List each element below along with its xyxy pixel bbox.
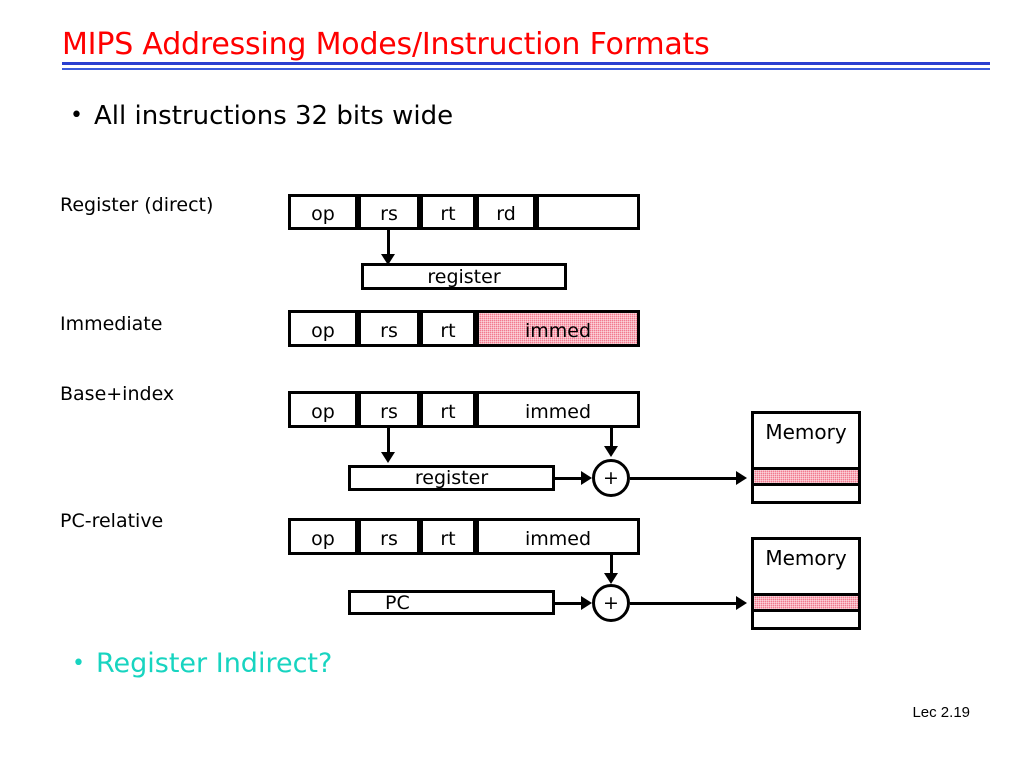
target-box-register: register (361, 263, 567, 290)
connector-register-to-adder (555, 477, 583, 480)
connector-immed-to-adder (610, 428, 613, 448)
arrowhead-adder-to-memory (736, 471, 747, 485)
adder-base-index: + (592, 459, 630, 497)
field-rs-register-direct: rs (358, 194, 420, 230)
row-label-base-index: Base+index (60, 383, 175, 405)
arrowhead-immed-to-adder-pc (604, 573, 618, 584)
adder-pc-relative: + (592, 584, 630, 622)
field-rs-base-index: rs (358, 391, 420, 428)
page-title: MIPS Addressing Modes/Instruction Format… (62, 27, 710, 62)
connector-adder-to-memory (630, 477, 738, 480)
row-label-pc-relative: PC-relative (60, 510, 164, 532)
field-rt-base-index: rt (420, 391, 476, 428)
memory-highlight-band-pc-relative (754, 593, 858, 612)
memory-highlight-band-base-index (754, 467, 858, 486)
memory-title-base-index: Memory (765, 420, 847, 444)
field-rt-immediate: rt (420, 310, 476, 347)
field-unused-register-direct (536, 194, 640, 230)
arrowhead-register-to-adder (581, 471, 592, 485)
field-rs-immediate: rs (358, 310, 420, 347)
field-immed-immediate: immed (476, 310, 640, 347)
title-underline-thin (62, 68, 990, 70)
connector-rs-to-register (387, 230, 390, 256)
bullet-all-instructions: • All instructions 32 bits wide (70, 101, 453, 131)
field-op-pc-relative: op (288, 518, 358, 555)
connector-adder-to-memory-pc (630, 602, 738, 605)
bullet-text-2: Register Indirect? (95, 648, 333, 679)
field-op-base-index: op (288, 391, 358, 428)
row-label-register-direct: Register (direct) (60, 194, 214, 216)
field-immed-base-index: immed (476, 391, 640, 428)
field-rs-pc-relative: rs (358, 518, 420, 555)
memory-title-pc-relative: Memory (765, 546, 847, 570)
field-rd-register-direct: rd (476, 194, 536, 230)
arrowhead-adder-to-memory-pc (736, 596, 747, 610)
field-rt-pc-relative: rt (420, 518, 476, 555)
arrowhead-immed-to-adder (604, 446, 618, 457)
bullet-text: All instructions 32 bits wide (93, 101, 454, 131)
arrowhead-rs-to-register (381, 254, 395, 265)
arrowhead-rs-to-register-box (381, 452, 395, 463)
source-box-register: register (348, 465, 555, 491)
memory-block-base-index: Memory (751, 411, 861, 504)
slide-footer-lecture-number: Lec 2.19 (912, 704, 970, 721)
source-box-pc: PC (348, 590, 555, 615)
bullet-marker-icon-2: • (72, 651, 85, 676)
field-immed-pc-relative: immed (476, 518, 640, 555)
arrowhead-pc-to-adder (581, 596, 592, 610)
field-op-immediate: op (288, 310, 358, 347)
bullet-register-indirect: • Register Indirect? (72, 648, 332, 679)
connector-pc-to-adder (555, 602, 583, 605)
field-op-register-direct: op (288, 194, 358, 230)
title-underline-thick (62, 62, 990, 65)
row-label-immediate: Immediate (60, 313, 163, 335)
memory-block-pc-relative: Memory (751, 537, 861, 630)
field-rt-register-direct: rt (420, 194, 476, 230)
bullet-marker-icon: • (70, 103, 83, 128)
connector-immed-to-adder-pc (610, 555, 613, 575)
connector-rs-to-register-box (387, 428, 390, 454)
